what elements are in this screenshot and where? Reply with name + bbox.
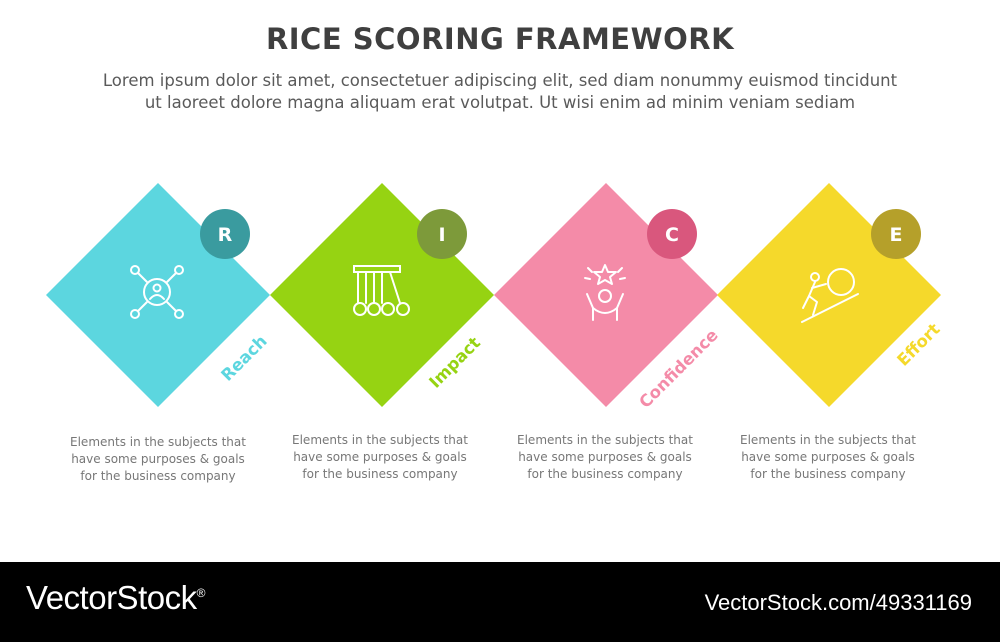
step-impact: I Impact	[270, 183, 494, 407]
push-boulder-icon	[801, 268, 859, 323]
badge-effort	[871, 209, 921, 259]
description-line: Elements in the subjects that	[292, 433, 468, 447]
badge-confidence	[647, 209, 697, 259]
description-impact: Elements in the subjects that have some …	[275, 432, 485, 483]
step-reach: R Reach	[46, 183, 271, 407]
description-line: for the business company	[527, 467, 683, 481]
description-line: have some purposes & goals	[741, 450, 915, 464]
rice-diagram: R Reach I Impact	[46, 183, 944, 412]
badge-impact	[417, 209, 467, 259]
badge-letter-confidence: C	[665, 224, 679, 246]
description-effort: Elements in the subjects that have some …	[723, 432, 933, 483]
page-subtitle: Lorem ipsum dolor sit amet, consectetuer…	[50, 70, 950, 114]
page-title: RICE SCORING FRAMEWORK	[265, 22, 735, 56]
registered-mark: ®	[196, 586, 206, 600]
person-star-icon	[584, 264, 626, 321]
description-line: for the business company	[750, 467, 906, 481]
badge-letter-reach: R	[218, 224, 233, 246]
description-reach: Elements in the subjects that have some …	[53, 434, 263, 485]
badge-letter-impact: I	[438, 224, 445, 246]
badge-letter-effort: E	[890, 224, 903, 246]
description-line: have some purposes & goals	[518, 450, 692, 464]
step-effort: E Effort	[717, 183, 944, 407]
description-line: for the business company	[302, 467, 458, 481]
description-line: have some purposes & goals	[71, 452, 245, 466]
vectorstock-logo: VectorStock®	[26, 579, 205, 617]
description-line: for the business company	[80, 469, 236, 483]
image-id: VectorStock.com/49331169	[704, 590, 972, 615]
subtitle-line-2: ut laoreet dolore magna aliquam erat vol…	[144, 93, 856, 112]
description-line: Elements in the subjects that	[517, 433, 693, 447]
brand-name: VectorStock	[26, 579, 197, 616]
description-line: Elements in the subjects that	[740, 433, 916, 447]
subtitle-line-1: Lorem ipsum dolor sit amet, consectetuer…	[102, 71, 898, 90]
network-user-icon	[130, 265, 184, 319]
badge-reach	[200, 209, 250, 259]
description-line: Elements in the subjects that	[70, 435, 246, 449]
description-line: have some purposes & goals	[293, 450, 467, 464]
newtons-cradle-icon	[353, 265, 410, 316]
watermark-footer: VectorStock® VectorStock.com/49331169	[0, 562, 1000, 642]
step-confidence: C Confidence	[494, 183, 722, 412]
description-confidence: Elements in the subjects that have some …	[500, 432, 710, 483]
